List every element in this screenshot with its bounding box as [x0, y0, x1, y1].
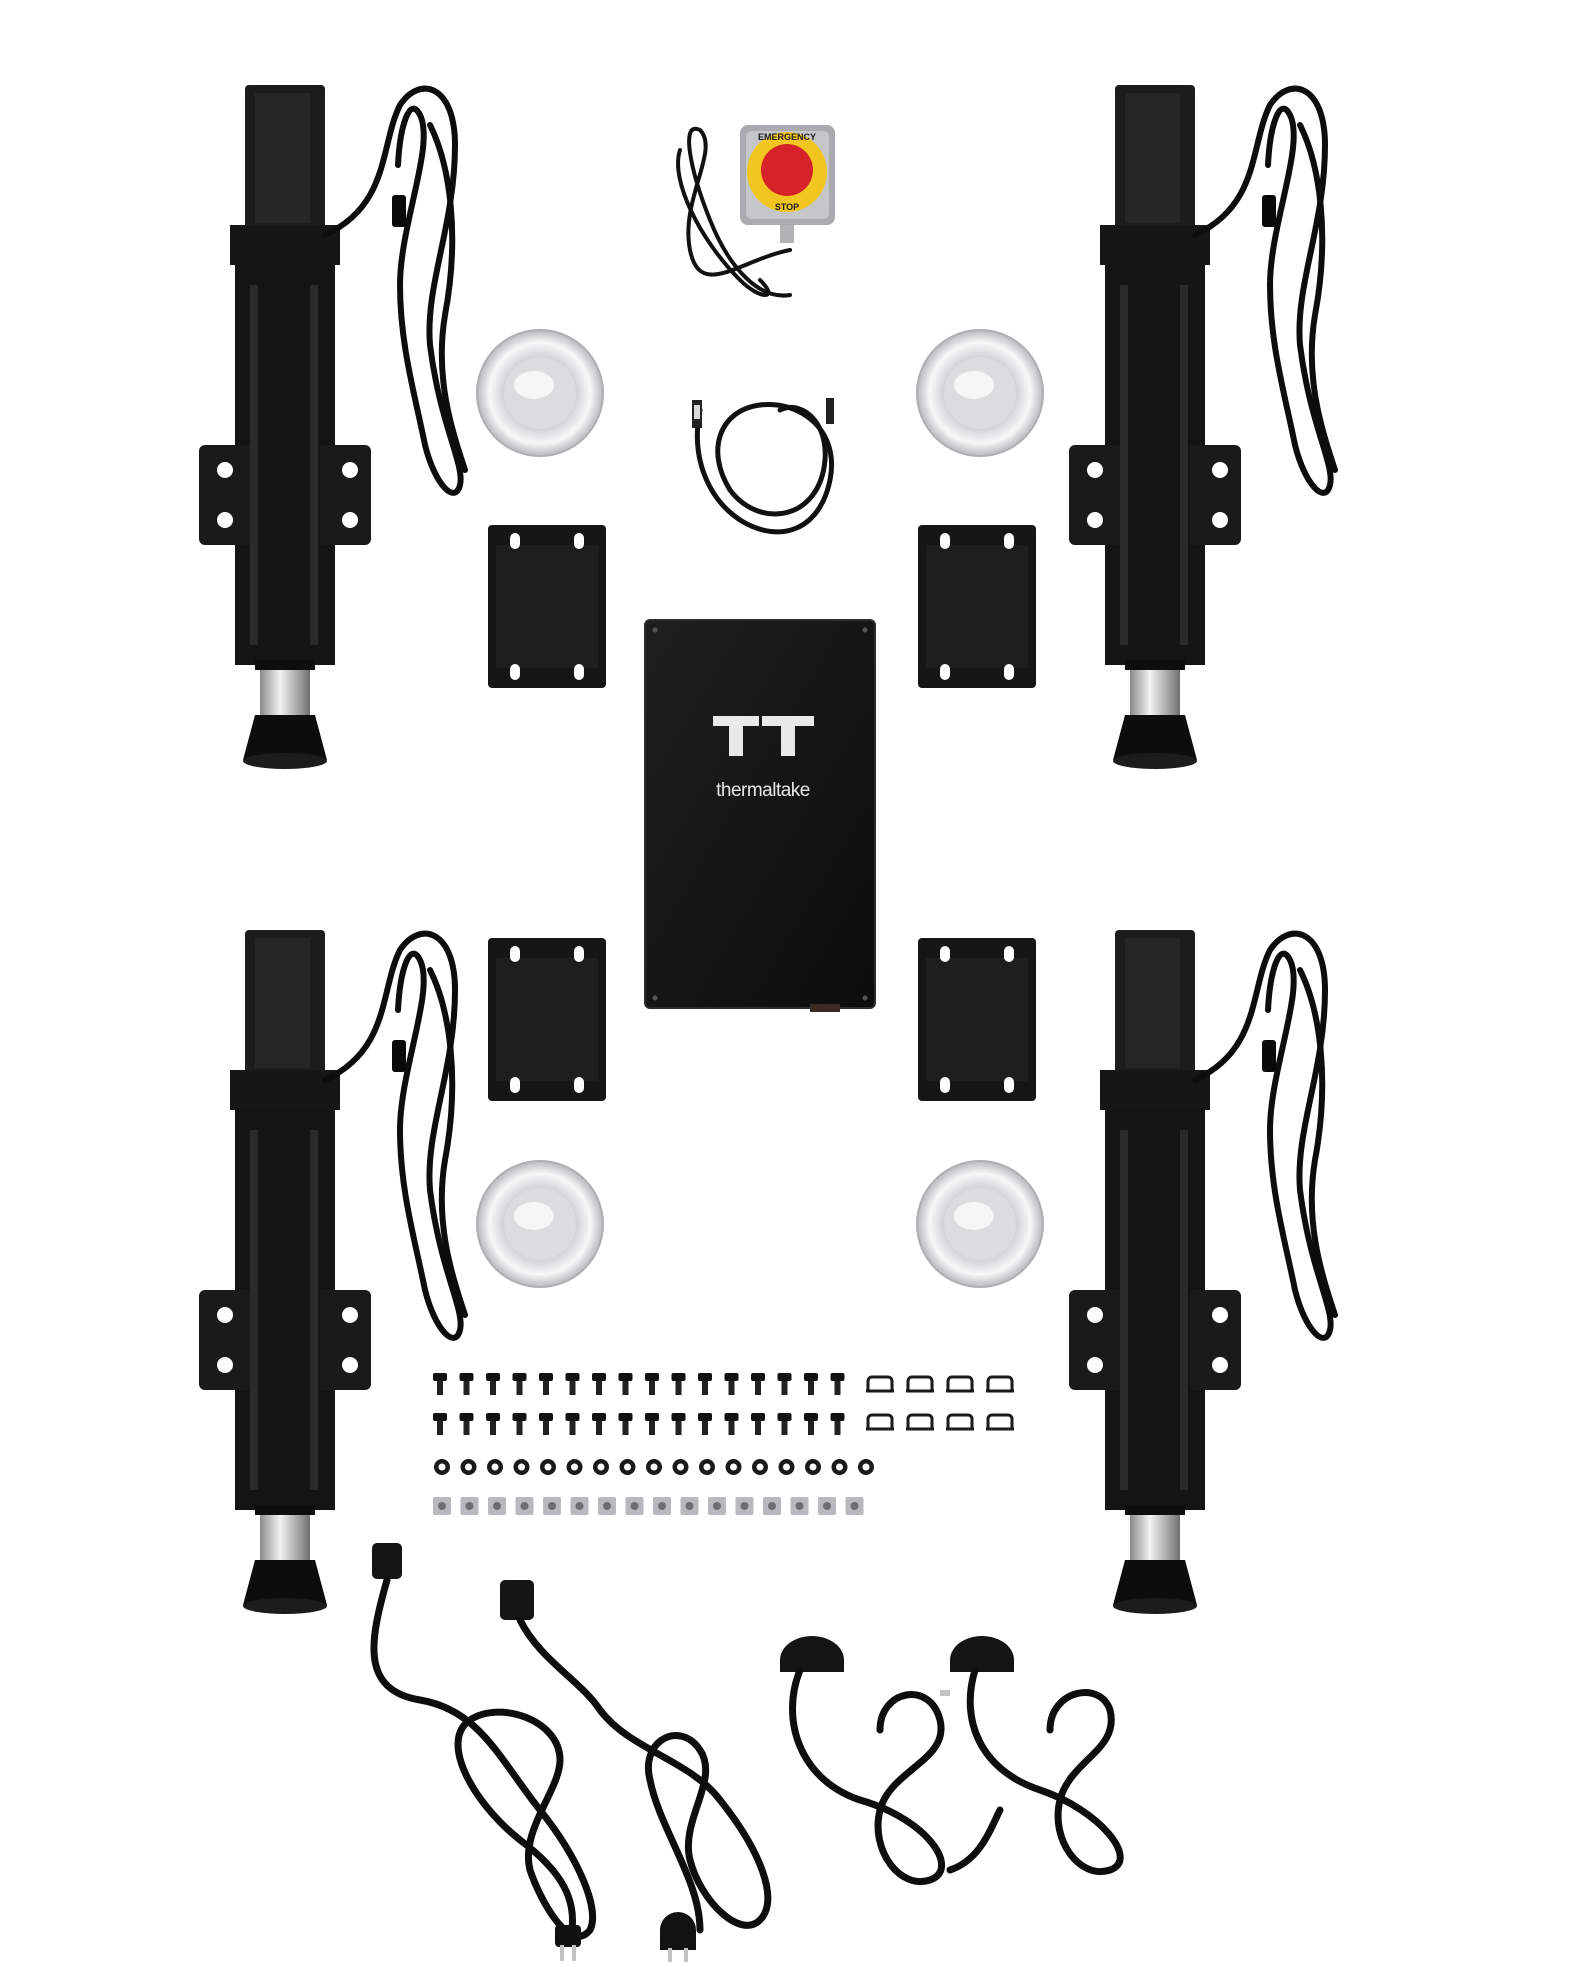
tnut	[460, 1497, 479, 1515]
emergency-stop-switch: EMERGENCY STOP	[676, 125, 835, 298]
tnut	[625, 1497, 644, 1515]
tnut	[433, 1497, 451, 1515]
tnut	[488, 1497, 506, 1515]
caster-cup-bottom-left	[476, 1160, 604, 1288]
usb-cable	[692, 398, 834, 535]
mount-plate-bottom-left	[488, 938, 606, 1101]
estop-top-label: EMERGENCY	[758, 132, 816, 142]
washer	[858, 1459, 874, 1475]
mount-plate-bottom-right	[918, 938, 1036, 1101]
tnut	[845, 1497, 864, 1515]
tnut	[818, 1497, 836, 1515]
tnut	[515, 1497, 534, 1515]
estop-button	[761, 144, 813, 196]
power-cord-c13-uk-a	[780, 1636, 1004, 1885]
washer	[672, 1459, 689, 1475]
power-cord-c13-uk-b	[940, 1636, 1124, 1875]
washer	[434, 1459, 450, 1475]
brand-wordmark: thermaltake	[716, 780, 810, 801]
washer	[831, 1459, 848, 1475]
washer	[513, 1459, 530, 1475]
mount-plate-top-left	[488, 525, 606, 688]
power-cord-c13-us	[370, 1543, 597, 1961]
washer-set	[434, 1459, 874, 1475]
washer	[699, 1459, 715, 1475]
caster-cup-bottom-right	[916, 1160, 1044, 1288]
caster-cup-top-right	[916, 329, 1044, 457]
tnut	[653, 1497, 671, 1515]
estop-bottom-label: STOP	[775, 202, 799, 212]
tnut	[763, 1497, 781, 1515]
washer	[487, 1459, 503, 1475]
washer	[778, 1459, 795, 1475]
tnut	[735, 1497, 754, 1515]
washer	[805, 1459, 821, 1475]
controller-box: thermaltake	[644, 619, 876, 1012]
washer	[566, 1459, 583, 1475]
washer	[540, 1459, 556, 1475]
tnut	[570, 1497, 589, 1515]
washer	[752, 1459, 768, 1475]
power-cord-c13-eu	[500, 1580, 772, 1962]
tt-logo-icon	[713, 716, 814, 756]
washer	[725, 1459, 742, 1475]
tnut	[543, 1497, 561, 1515]
washer	[646, 1459, 662, 1475]
mount-plate-top-right	[918, 525, 1036, 688]
tnut	[680, 1497, 699, 1515]
tnut	[598, 1497, 616, 1515]
washer	[593, 1459, 609, 1475]
washer	[619, 1459, 636, 1475]
tnut	[708, 1497, 726, 1515]
caster-cup-top-left	[476, 329, 604, 457]
tnut	[790, 1497, 809, 1515]
washer	[460, 1459, 477, 1475]
